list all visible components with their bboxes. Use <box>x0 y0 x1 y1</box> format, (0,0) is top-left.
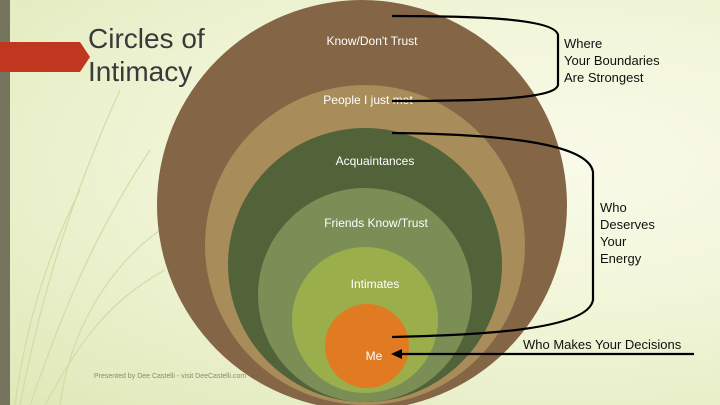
bracket-energy <box>391 131 595 339</box>
label-people-just-met: People I just met <box>323 93 413 107</box>
label-know-dont-trust: Know/Don't Trust <box>327 34 419 48</box>
title-arrow-shape <box>0 42 90 72</box>
annotation-boundaries: Where Your Boundaries Are Strongest <box>564 36 660 85</box>
label-friends-know-trust: Friends Know/Trust <box>324 216 428 230</box>
bracket-boundaries <box>391 14 560 103</box>
footer-credit: Presented by Dee Castelli - visit DeeCas… <box>94 373 247 380</box>
slide-title: Circles of Intimacy <box>88 23 205 87</box>
label-intimates: Intimates <box>351 277 400 291</box>
annotation-decisions: Who Makes Your Decisions <box>523 337 682 352</box>
left-accent-bar <box>0 0 10 405</box>
arrowhead-icon <box>391 349 402 359</box>
circle-me <box>325 304 409 388</box>
label-acquaintances: Acquaintances <box>336 154 415 168</box>
label-me: Me <box>366 349 383 363</box>
decorative-grass <box>14 89 176 405</box>
annotation-energy: Who Deserves Your Energy <box>600 200 655 266</box>
